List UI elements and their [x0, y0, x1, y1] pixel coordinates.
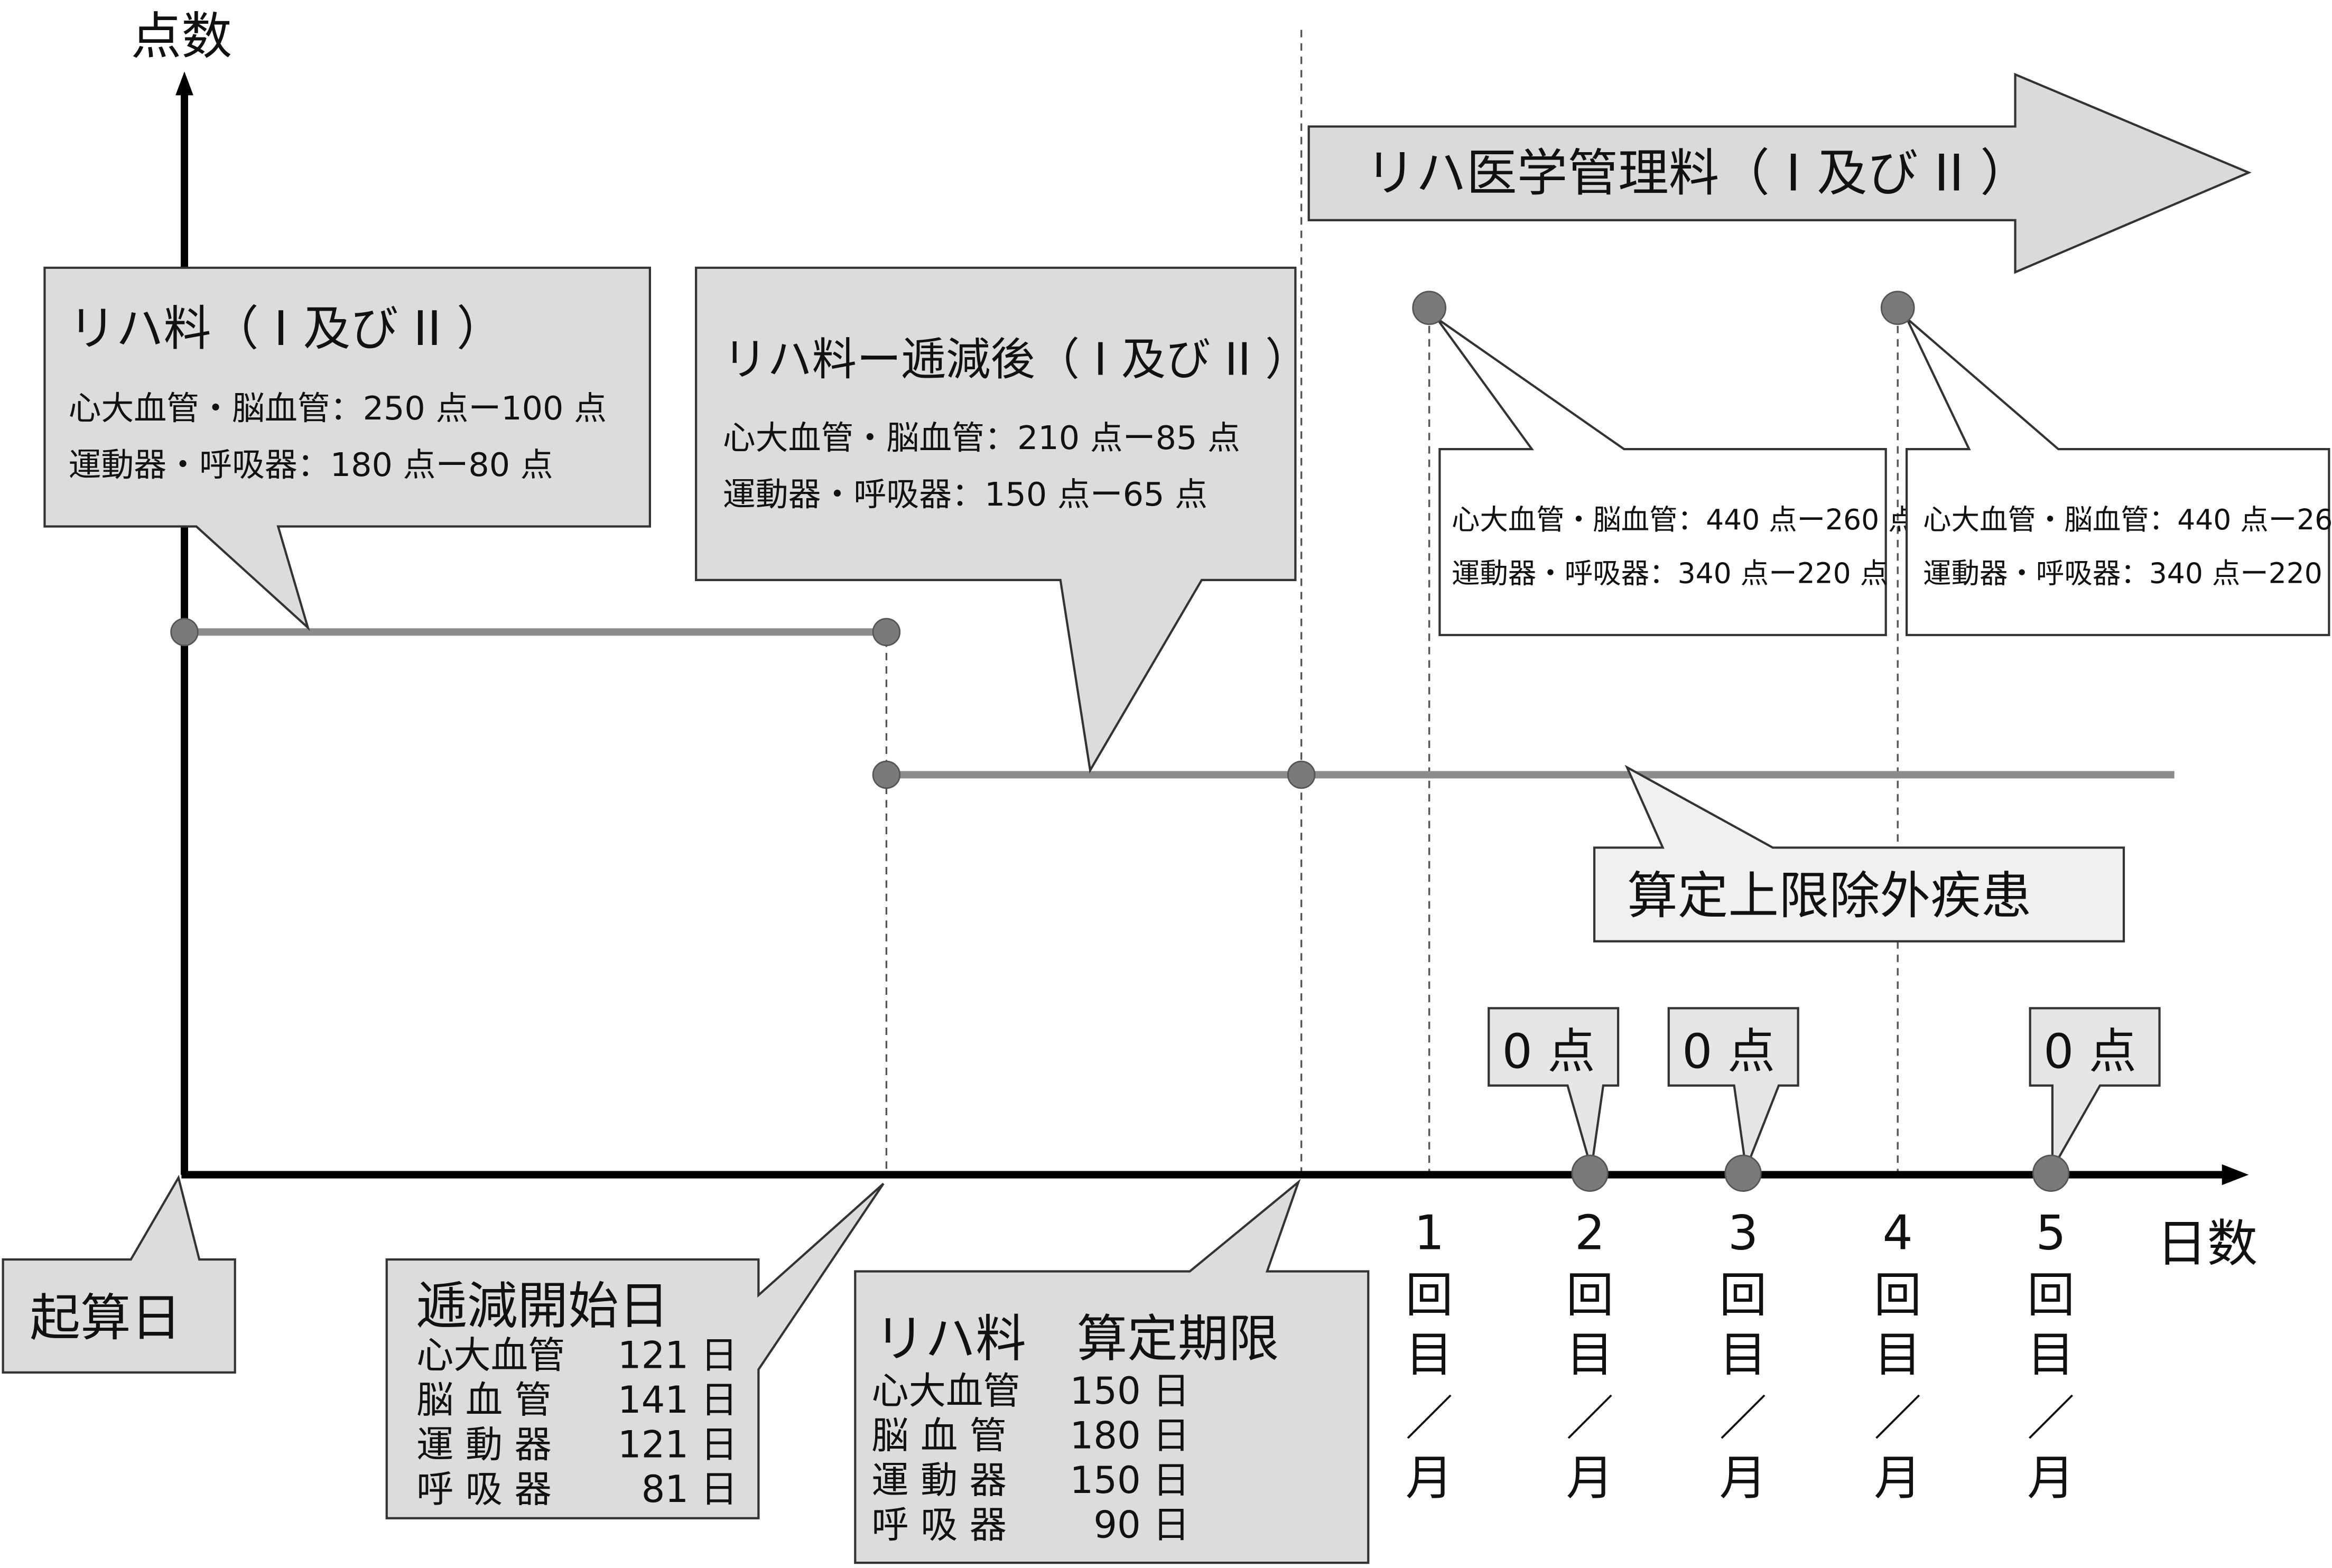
limit-row-value: 150 日	[1070, 1459, 1190, 1502]
reduction-start-row-value: 81 日	[642, 1468, 738, 1511]
session-char: ／	[1874, 1391, 1921, 1446]
zero-point-callout-2	[1667, 1007, 1799, 1173]
session-label-2: 2 回 目 ／ 月	[1566, 1205, 1614, 1506]
zero-point-label-2: 0 点	[1682, 1024, 1775, 1079]
session-char: 目	[1566, 1327, 1614, 1383]
session-char: 月	[2027, 1451, 2075, 1506]
reduction-start-row-value: 121 日	[618, 1333, 738, 1377]
management-fee-arrow-label: リハ医学管理料（ I 及び II ）	[1365, 143, 2031, 202]
management-fee-2-line-1: 心大血管・脳血管：440 点ー260 点	[1923, 503, 2332, 536]
session-number: 2	[1575, 1205, 1605, 1261]
session-label-4: 4 回 目 ／ 月	[1874, 1205, 1921, 1506]
reduced-fee-callout	[695, 266, 1297, 774]
reduction-start-row-name: 心大血管	[416, 1333, 565, 1377]
y-axis-label: 点数	[131, 7, 232, 66]
start-day-callout	[2, 1174, 236, 1374]
reduction-start-row-name: 呼 吸 器	[416, 1468, 552, 1511]
rehab-fee-line-2: 運動器・呼吸器：180 点ー80 点	[68, 446, 553, 484]
session-char: 目	[1874, 1327, 1921, 1383]
session-number: 4	[1883, 1205, 1913, 1261]
timeline-dots	[170, 291, 2070, 1192]
session-char: 回	[1874, 1268, 1921, 1323]
start-day-label: 起算日	[30, 1289, 181, 1348]
management-fee-1-line-2: 運動器・呼吸器：340 点ー220 点	[1452, 556, 1888, 590]
session-char: 月	[1719, 1451, 1767, 1506]
limit-row-name: 呼 吸 器	[871, 1503, 1007, 1546]
x-axis-arrowhead	[2222, 1164, 2249, 1186]
reduction-start-row-value: 141 日	[618, 1378, 738, 1422]
rehab-fee-title: リハ料（ I 及び II ）	[68, 301, 504, 357]
zero-point-label-3: 0 点	[2043, 1024, 2136, 1079]
session-char: 月	[1406, 1451, 1453, 1506]
reduced-fee-line-2: 運動器・呼吸器：150 点ー65 点	[723, 475, 1207, 514]
limit-callout	[854, 1179, 1370, 1564]
session-labels: 1 回 目 ／ 月 2 回 目 ／ 月 3 回 目 ／ 月 4 回 目 ／ 月	[1406, 1205, 2075, 1506]
dot-zero-5	[2032, 1154, 2070, 1192]
reduction-start-row-name: 脳 血 管	[416, 1378, 552, 1422]
guide-lines	[885, 30, 1899, 1175]
session-char: 月	[1874, 1451, 1921, 1506]
session-label-3: 3 回 目 ／ 月	[1719, 1205, 1767, 1506]
exclusion-label: 算定上限除外疾患	[1627, 866, 2032, 925]
session-char: 回	[1406, 1268, 1453, 1323]
dot-management-1	[1412, 291, 1447, 325]
session-char: 目	[1719, 1327, 1767, 1383]
x-axis-label: 日数	[2157, 1214, 2257, 1273]
dot-fee-start	[170, 618, 199, 647]
zero-point-callout-1	[1488, 1007, 1620, 1169]
management-fee-callout-2	[1905, 317, 2330, 637]
limit-row-name: 心大血管	[871, 1369, 1020, 1413]
session-char: 回	[1719, 1268, 1767, 1323]
session-label-5: 5 回 目 ／ 月	[2027, 1205, 2075, 1506]
management-fee-2-line-2: 運動器・呼吸器：340 点ー220 点	[1923, 556, 2332, 590]
limit-row-name: 脳 血 管	[871, 1414, 1007, 1457]
session-char: 目	[2027, 1327, 2075, 1383]
reduction-start-row-value: 121 日	[618, 1423, 738, 1466]
limit-row-value: 150 日	[1070, 1369, 1190, 1413]
limit-rows: 心大血管 150 日 脳 血 管 180 日 運 動 器 150 日 呼 吸 器…	[871, 1369, 1190, 1546]
session-label-1: 1 回 目 ／ 月	[1406, 1205, 1453, 1506]
reduction-start-rows: 心大血管 121 日 脳 血 管 141 日 運 動 器 121 日 呼 吸 器…	[416, 1333, 738, 1510]
session-number: 5	[2036, 1205, 2066, 1261]
rehab-fee-line-1: 心大血管・脳血管：250 点ー100 点	[68, 389, 607, 427]
dot-zero-3	[1724, 1154, 1762, 1192]
reduction-start-title: 逓減開始日	[416, 1276, 669, 1336]
exclusion-callout	[1593, 764, 2125, 942]
dot-fee-reduced-start	[872, 760, 901, 789]
session-number: 1	[1414, 1205, 1444, 1261]
limit-row-value: 90 日	[1093, 1503, 1190, 1546]
reduction-start-callout	[385, 1182, 885, 1519]
session-char: ／	[2027, 1391, 2075, 1446]
dot-fee-limit	[1287, 760, 1316, 789]
zero-point-label-1: 0 点	[1502, 1024, 1595, 1079]
dot-zero-2	[1571, 1154, 1609, 1192]
session-number: 3	[1728, 1205, 1758, 1261]
rehab-fee-callout	[43, 266, 652, 631]
reduction-start-row-name: 運 動 器	[416, 1423, 552, 1466]
limit-title: リハ料 算定期限	[875, 1309, 1279, 1368]
session-char: ／	[1406, 1391, 1453, 1446]
reduced-fee-line-1: 心大血管・脳血管：210 点ー85 点	[723, 419, 1240, 457]
management-fee-arrow	[1307, 72, 2252, 274]
session-char: 回	[1566, 1268, 1614, 1323]
dot-fee-initial-end	[872, 618, 901, 647]
session-char: 回	[2027, 1268, 2075, 1323]
zero-point-callout-3	[2029, 1007, 2161, 1173]
session-char: 目	[1406, 1327, 1453, 1383]
session-char: 月	[1566, 1451, 1614, 1506]
y-axis-arrowhead	[175, 71, 193, 96]
management-fee-1-line-1: 心大血管・脳血管：440 点ー260 点	[1452, 503, 1917, 536]
dot-management-4	[1880, 291, 1915, 325]
limit-row-value: 180 日	[1070, 1414, 1190, 1457]
management-fee-callout-1	[1436, 317, 1887, 637]
session-char: ／	[1719, 1391, 1767, 1446]
reduced-fee-title: リハ料ー逓減後（ I 及び II ）	[723, 333, 1310, 385]
limit-row-name: 運 動 器	[871, 1459, 1007, 1502]
session-char: ／	[1566, 1391, 1614, 1446]
